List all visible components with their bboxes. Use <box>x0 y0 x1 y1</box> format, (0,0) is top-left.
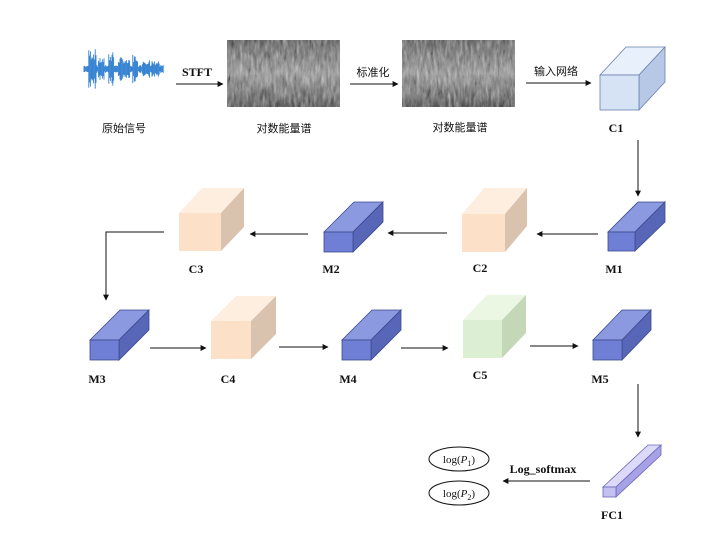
c5-block <box>463 295 526 358</box>
fc1-label: FC1 <box>601 508 623 522</box>
log-spectrum-label-1: 对数能量谱 <box>257 121 312 135</box>
c2-label: C2 <box>473 261 488 275</box>
m2-label: M2 <box>322 262 339 276</box>
m4-label: M4 <box>339 372 356 386</box>
log-spectrogram-2 <box>402 40 515 107</box>
raw-signal-label: 原始信号 <box>102 121 146 135</box>
svg-text:log(P1): log(P1) <box>443 454 475 468</box>
c3-to-m3-arrow <box>103 231 164 301</box>
c1-label: C1 <box>609 121 624 135</box>
stft-label: STFT <box>182 65 212 79</box>
c1-block <box>599 45 666 112</box>
c5-label: C5 <box>473 368 488 382</box>
output-log-p1: log(P1) <box>428 446 490 472</box>
c3-label: C3 <box>189 262 204 276</box>
svg-text:log(P2): log(P2) <box>443 488 475 502</box>
m1-block <box>607 201 666 252</box>
c4-label: C4 <box>221 372 236 386</box>
raw-signal-waveform <box>83 49 164 89</box>
m4-block <box>341 309 402 361</box>
c3-block <box>179 188 244 251</box>
log-softmax-label: Log_softmax <box>510 462 577 476</box>
m2-block <box>323 201 384 253</box>
fc1-block <box>601 444 663 498</box>
log-spectrum-label-2: 对数能量谱 <box>433 120 488 134</box>
c4-block <box>211 296 276 359</box>
m3-block <box>89 309 150 361</box>
normalize-label: 标准化 <box>357 65 390 79</box>
m5-block <box>592 309 652 361</box>
m3-label: M3 <box>88 372 105 386</box>
log-spectrogram-1 <box>227 40 340 107</box>
c2-block <box>462 188 527 252</box>
m5-label: M5 <box>591 372 608 386</box>
output-log-p2: log(P2) <box>428 480 490 506</box>
input-network-label: 输入网络 <box>534 64 578 78</box>
m1-label: M1 <box>605 262 622 276</box>
